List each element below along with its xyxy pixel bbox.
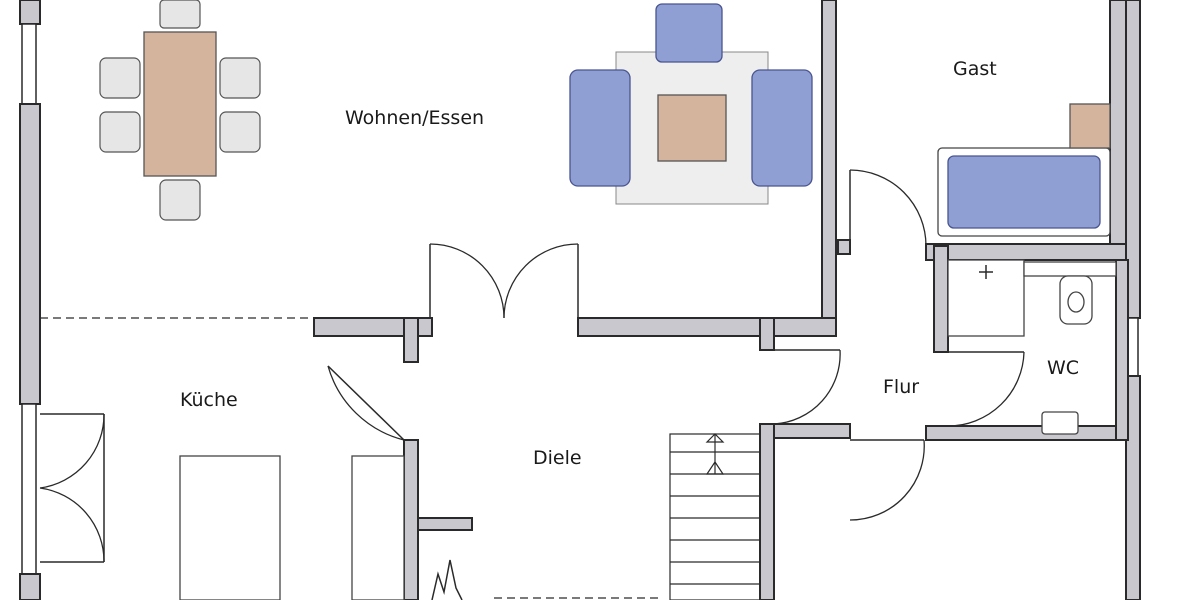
sink-icon [1041, 411, 1079, 435]
radiator-icon [431, 559, 463, 600]
gast-furniture [937, 103, 1111, 237]
wc-fixtures [947, 259, 1117, 435]
staircase-icon [669, 433, 761, 600]
dining-chair-icon [159, 0, 201, 29]
interior-walls [313, 0, 1129, 600]
dining-chair-icon [99, 111, 141, 153]
coffee-table-icon [657, 94, 727, 162]
armchair-icon [655, 3, 723, 63]
room-label-wc: WC [1047, 357, 1079, 379]
room-label-diele: Diele [533, 447, 582, 469]
nightstand-icon [1069, 103, 1111, 149]
dining-chair-icon [219, 111, 261, 153]
dining-chair-icon [219, 57, 261, 99]
room-label-wohnen-essen: Wohnen/Essen [345, 107, 484, 129]
dining-set [99, 0, 261, 221]
living-set [569, 3, 813, 205]
sofa-icon [751, 69, 813, 187]
sofa-icon [569, 69, 631, 187]
left-exterior-wall [19, 0, 41, 600]
dining-table-icon [143, 31, 217, 177]
room-label-flur: Flur [883, 376, 919, 398]
dining-chair-icon [159, 179, 201, 221]
door-icon [39, 169, 1025, 563]
room-label-kueche: Küche [180, 389, 238, 411]
dining-chair-icon [99, 57, 141, 99]
room-label-gast: Gast [953, 58, 997, 80]
kitchen-fixtures [179, 455, 405, 600]
kitchen-island-icon [179, 455, 281, 600]
right-exterior-wall [1125, 0, 1141, 600]
